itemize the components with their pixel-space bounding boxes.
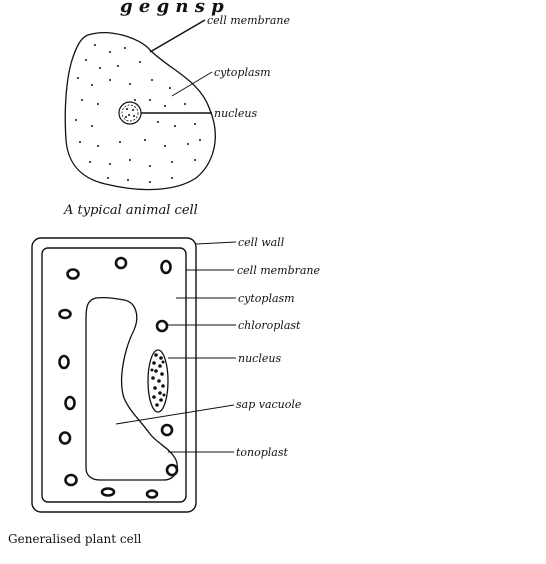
plant-nucleus <box>147 349 169 413</box>
chloroplast <box>155 319 169 333</box>
chloroplast-label: chloroplast <box>238 319 301 332</box>
cell-wall-leader <box>195 241 237 245</box>
animal-cytoplasm-leader <box>171 71 213 97</box>
animal-membrane-leader <box>149 19 206 53</box>
plant-nucleus-label: nucleus <box>238 352 281 365</box>
animal-nucleus-dots <box>125 108 135 118</box>
plant-cell-wall <box>31 237 197 513</box>
sap-vacuole-label: sap vacuole <box>236 398 302 411</box>
header-fragment: g e g n s p <box>120 0 224 17</box>
sap-vacuole-leader <box>115 404 235 425</box>
plant-cell-membrane <box>41 247 187 503</box>
chloroplast <box>145 489 159 499</box>
chloroplast <box>66 268 80 280</box>
animal-cytoplasm-dots <box>75 44 201 183</box>
plant-nucleus-dots <box>150 353 166 407</box>
sap-vacuole <box>85 296 178 481</box>
animal-nucleus-inner <box>121 104 139 122</box>
chloroplast <box>64 395 76 411</box>
chloroplast <box>114 256 128 270</box>
chloroplast <box>64 473 78 487</box>
animal-cell-caption: A typical animal cell <box>63 203 198 218</box>
chloroplast <box>58 308 72 320</box>
chloroplast <box>58 354 70 370</box>
animal-cytoplasm-label: cytoplasm <box>214 66 271 79</box>
plant-cell: cell wall cell membrane cytoplasm chloro… <box>31 236 321 513</box>
animal-cell: cell membrane cytoplasm nucleus <box>64 14 291 191</box>
animal-nucleus-label: nucleus <box>214 107 257 120</box>
chloroplast <box>160 423 174 437</box>
plant-cell-caption: Generalised plant cell <box>8 532 142 546</box>
chloroplast <box>100 487 116 497</box>
animal-cell-membrane <box>64 32 216 191</box>
cell-wall-label: cell wall <box>238 236 285 249</box>
animal-membrane-label: cell membrane <box>207 14 291 27</box>
chloroplasts <box>58 256 179 499</box>
chloroplast <box>160 259 172 275</box>
plant-cytoplasm-label: cytoplasm <box>238 292 295 305</box>
tonoplast-label: tonoplast <box>236 446 289 459</box>
plant-membrane-label: cell membrane <box>237 264 321 277</box>
chloroplast <box>165 463 179 477</box>
chloroplast <box>58 431 72 445</box>
